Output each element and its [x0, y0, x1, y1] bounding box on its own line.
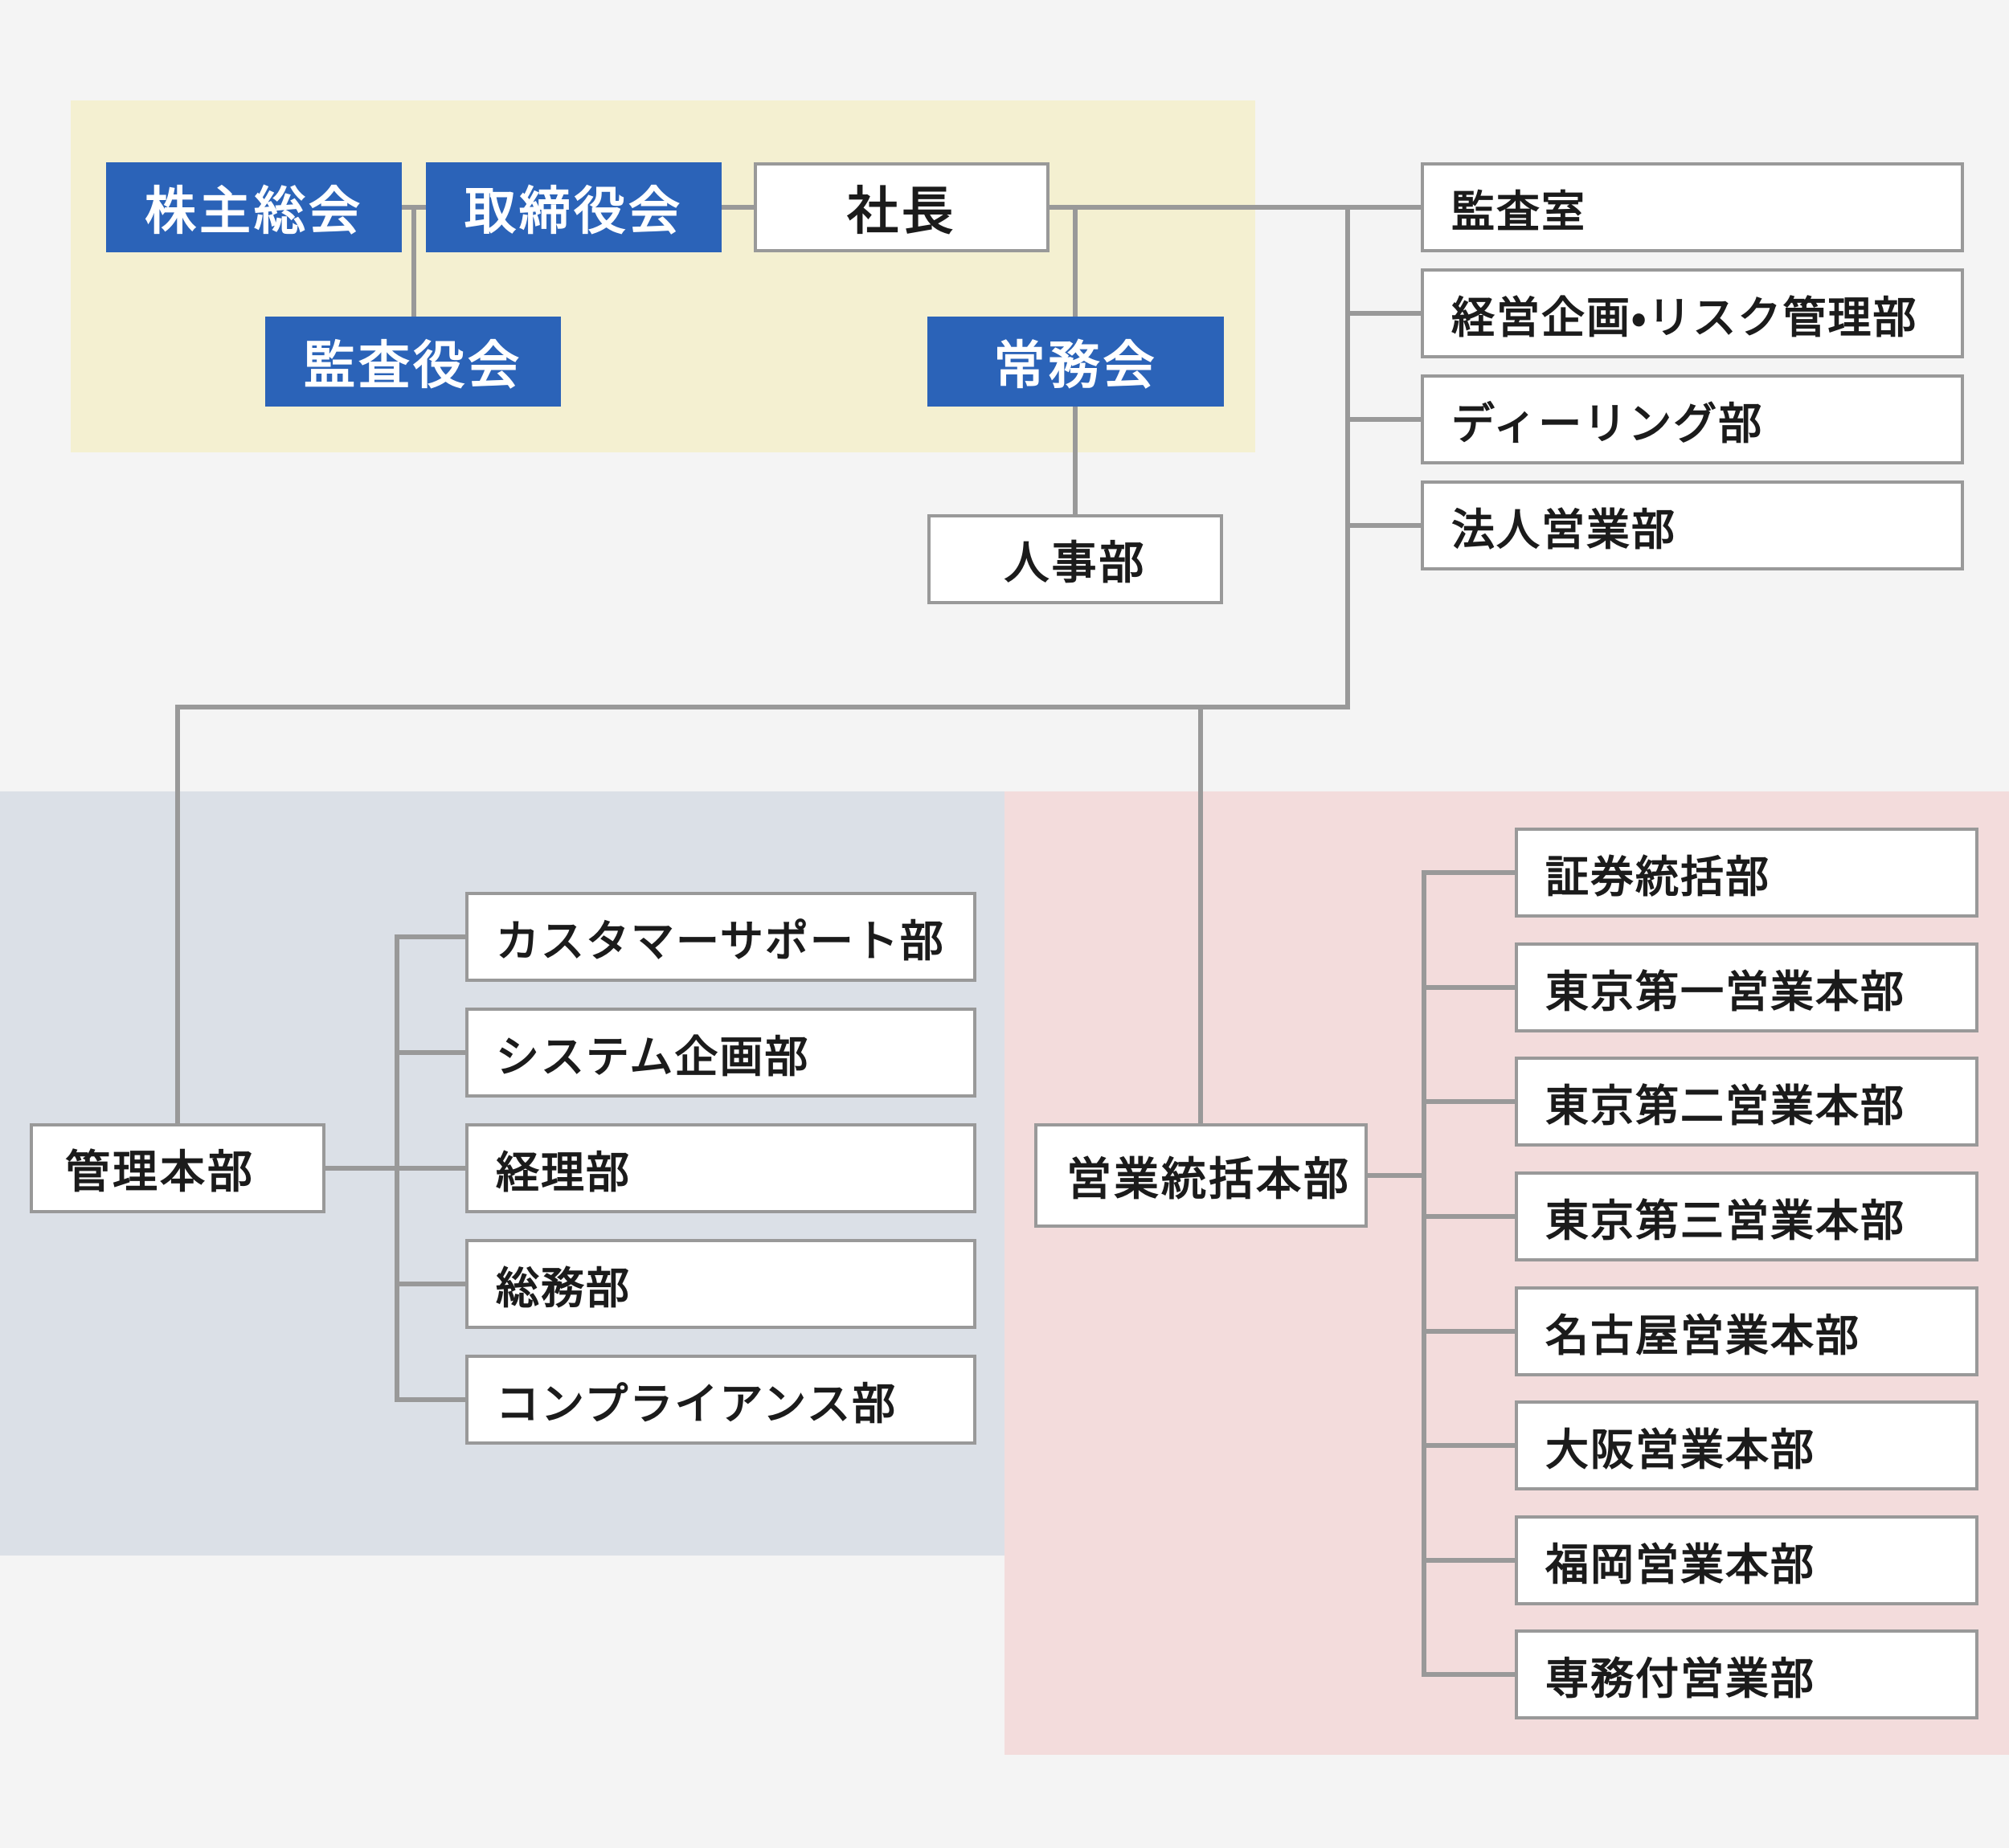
node-system-planning: システム企画部 [465, 1008, 976, 1098]
connector-stub-system-planning [399, 1050, 465, 1055]
node-sales-headquarters: 営業統括本部 [1034, 1123, 1368, 1228]
node-audit-supervisory-board: 監査役会 [265, 317, 561, 407]
node-tokyo-third-sales: 東京第三営業本部 [1515, 1171, 1978, 1261]
connector-sales-hq-stub [1368, 1173, 1422, 1178]
node-hr-department: 人事部 [927, 514, 1223, 604]
node-executive-committee: 常務会 [927, 317, 1224, 407]
connector-stub-customer-support [399, 934, 465, 939]
connector-trunk-vertical [1345, 205, 1350, 709]
connector-stub-audit-office [1350, 205, 1421, 210]
connector-executive-committee-drop [1073, 205, 1078, 317]
node-corporate-sales-department: 法人営業部 [1421, 480, 1964, 570]
section-sales [1004, 791, 2009, 1755]
connector-stub-senmu [1426, 1672, 1515, 1677]
node-fukuoka-sales: 福岡営業本部 [1515, 1515, 1978, 1605]
connector-president-trunk [1050, 205, 1350, 210]
connector-stub-tokyo-third [1426, 1214, 1515, 1219]
connector-stub-tokyo-second [1426, 1099, 1515, 1104]
connector-stub-corporate-sales [1350, 523, 1421, 528]
connector-board-president [722, 205, 754, 210]
connector-admin-hq-drop [175, 705, 180, 1123]
node-corporate-planning-risk: 経営企画・リスク管理部 [1421, 268, 1964, 358]
node-compliance: コンプライアンス部 [465, 1355, 976, 1445]
node-senmu-sales: 専務付営業部 [1515, 1629, 1978, 1719]
connector-stub-dealing [1350, 417, 1421, 422]
node-nagoya-sales: 名古屋営業本部 [1515, 1286, 1978, 1376]
connector-stub-osaka [1426, 1443, 1515, 1448]
node-osaka-sales: 大阪営業本部 [1515, 1400, 1978, 1490]
connector-stub-tokyo-first [1426, 985, 1515, 990]
node-customer-support: カスタマーサポート部 [465, 892, 976, 982]
node-dealing-department: ディーリング部 [1421, 374, 1964, 464]
connector-stub-nagoya [1426, 1329, 1515, 1334]
node-general-affairs: 総務部 [465, 1239, 976, 1329]
node-tokyo-second-sales: 東京第二営業本部 [1515, 1057, 1978, 1147]
connector-stub-fukuoka [1426, 1558, 1515, 1563]
connector-branch-horizontal [175, 705, 1350, 709]
connector-executive-hr [1073, 407, 1078, 514]
node-admin-headquarters: 管理本部 [30, 1123, 325, 1213]
connector-admin-spine [395, 934, 399, 1402]
connector-sales-spine [1422, 870, 1426, 1677]
connector-stub-general-affairs [399, 1282, 465, 1286]
node-board-of-directors: 取締役会 [426, 162, 722, 252]
connector-sales-hq-drop [1198, 705, 1203, 1123]
connector-stub-compliance [399, 1397, 465, 1402]
connector-audit-board-drop [411, 205, 416, 317]
node-shareholders-meeting: 株主総会 [106, 162, 402, 252]
node-tokyo-first-sales: 東京第一営業本部 [1515, 942, 1978, 1032]
connector-stub-securities [1426, 870, 1515, 875]
node-securities-control: 証券統括部 [1515, 828, 1978, 918]
node-audit-office: 監査室 [1421, 162, 1964, 252]
node-president: 社長 [754, 162, 1050, 252]
connector-stub-planning-risk [1350, 311, 1421, 316]
node-accounting: 経理部 [465, 1123, 976, 1213]
